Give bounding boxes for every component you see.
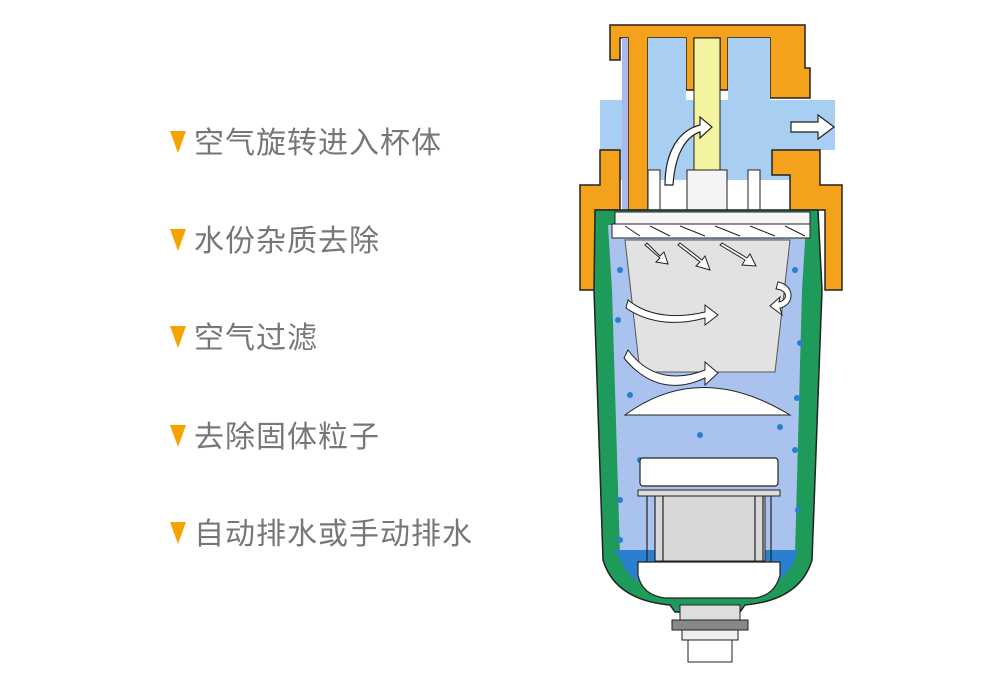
water-drops [615,267,803,543]
step-label: 空气过滤 [194,321,318,356]
step-item: 空气过滤 [170,313,318,357]
step-item: 自动排水或手动排水 [170,509,473,553]
triangle-bullet-icon [170,131,186,153]
step-label: 去除固体粒子 [194,420,380,455]
step-item: 空气旋转进入杯体 [170,118,442,162]
step-label: 水份杂质去除 [194,224,380,259]
step-label: 自动排水或手动排水 [194,517,473,552]
triangle-bullet-icon [170,326,186,348]
triangle-bullet-icon [170,522,186,544]
triangle-bullet-icon [170,425,186,447]
triangle-bullet-icon [170,229,186,251]
step-item: 去除固体粒子 [170,412,380,456]
air-filter-diagram [560,0,860,687]
step-item: 水份杂质去除 [170,216,380,260]
step-label: 空气旋转进入杯体 [194,126,442,161]
